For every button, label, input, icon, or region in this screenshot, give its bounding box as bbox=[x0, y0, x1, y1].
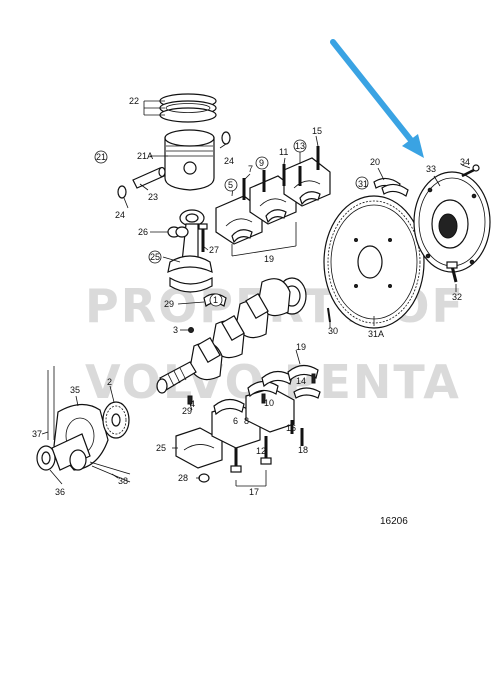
nut bbox=[198, 473, 210, 483]
label-5: 5 bbox=[228, 180, 233, 190]
locking-washer bbox=[373, 177, 409, 197]
label-35: 35 bbox=[70, 385, 80, 395]
label-13: 13 bbox=[295, 141, 305, 151]
label-25-bottom: 25 bbox=[156, 443, 166, 453]
label-37: 37 bbox=[32, 429, 42, 439]
label-27: 27 bbox=[209, 245, 219, 255]
circlip-left bbox=[117, 185, 127, 199]
timing-gear bbox=[102, 401, 130, 439]
flywheel bbox=[323, 195, 425, 329]
label-29-top: 29 bbox=[164, 299, 174, 309]
label-31a: 31A bbox=[368, 329, 384, 339]
front-hub bbox=[36, 433, 91, 471]
label-25: 25 bbox=[150, 252, 160, 262]
label-21: 21 bbox=[96, 152, 106, 162]
flywheel-bolt bbox=[446, 261, 458, 283]
label-circles bbox=[94, 139, 369, 307]
label-29-bottom: 29 bbox=[182, 406, 192, 416]
label-38: 38 bbox=[118, 476, 128, 486]
label-16: 16 bbox=[286, 423, 296, 433]
plate-bolt bbox=[461, 164, 480, 178]
label-26: 26 bbox=[138, 227, 148, 237]
label-28: 28 bbox=[178, 473, 188, 483]
label-31: 31 bbox=[358, 179, 368, 189]
piston-rings bbox=[159, 93, 217, 123]
label-7: 7 bbox=[248, 164, 253, 174]
label-19-bottom: 19 bbox=[296, 342, 306, 352]
label-24-left: 24 bbox=[115, 210, 125, 220]
label-23: 23 bbox=[148, 192, 158, 202]
label-36: 36 bbox=[55, 487, 65, 497]
label-15: 15 bbox=[312, 126, 322, 136]
label-8: 8 bbox=[244, 416, 249, 426]
label-6: 6 bbox=[233, 416, 238, 426]
label-12: 12 bbox=[256, 446, 266, 456]
label-10: 10 bbox=[264, 398, 274, 408]
label-33: 33 bbox=[426, 164, 436, 174]
label-9: 9 bbox=[259, 158, 264, 168]
label-30: 30 bbox=[328, 326, 338, 336]
crankshaft bbox=[156, 277, 307, 394]
flywheel-pin bbox=[327, 307, 331, 323]
main-bearing-caps-lower bbox=[175, 387, 295, 469]
piston-pin bbox=[132, 166, 166, 189]
label-2: 2 bbox=[107, 377, 112, 387]
leader-lines bbox=[41, 135, 471, 485]
piston bbox=[164, 129, 215, 191]
rod-bolt bbox=[198, 223, 208, 252]
label-19-top: 19 bbox=[264, 254, 274, 264]
pointer-arrow bbox=[330, 39, 424, 158]
label-20: 20 bbox=[370, 157, 380, 167]
dowel-pin bbox=[188, 327, 194, 333]
main-bearing-caps-upper bbox=[215, 157, 331, 245]
bearing-pin-2 bbox=[311, 373, 316, 384]
reference-number: 16206 bbox=[380, 516, 408, 527]
bushing bbox=[167, 226, 189, 238]
drive-plate bbox=[413, 171, 491, 273]
circlip bbox=[221, 131, 231, 145]
label-34: 34 bbox=[460, 157, 470, 167]
label-22: 22 bbox=[129, 96, 139, 106]
lower-bearing-shells bbox=[213, 364, 321, 416]
label-17: 17 bbox=[249, 487, 259, 497]
part-labels: 22 21A 24 23 24 21 15 13 11 9 7 5 26 25 … bbox=[32, 96, 470, 497]
label-4: 4 bbox=[190, 399, 195, 409]
label-32: 32 bbox=[452, 292, 462, 302]
upper-bearing-shells bbox=[231, 191, 321, 244]
bearing-pin bbox=[261, 393, 266, 404]
label-3: 3 bbox=[173, 325, 178, 335]
label-1: 1 bbox=[213, 295, 218, 305]
label-14: 14 bbox=[296, 376, 306, 386]
lower-bolts bbox=[230, 420, 304, 473]
label-24-top: 24 bbox=[224, 156, 234, 166]
main-bearing-bolts bbox=[242, 146, 320, 200]
label-21a: 21A bbox=[137, 151, 153, 161]
label-11: 11 bbox=[279, 147, 288, 157]
label-18: 18 bbox=[298, 445, 308, 455]
